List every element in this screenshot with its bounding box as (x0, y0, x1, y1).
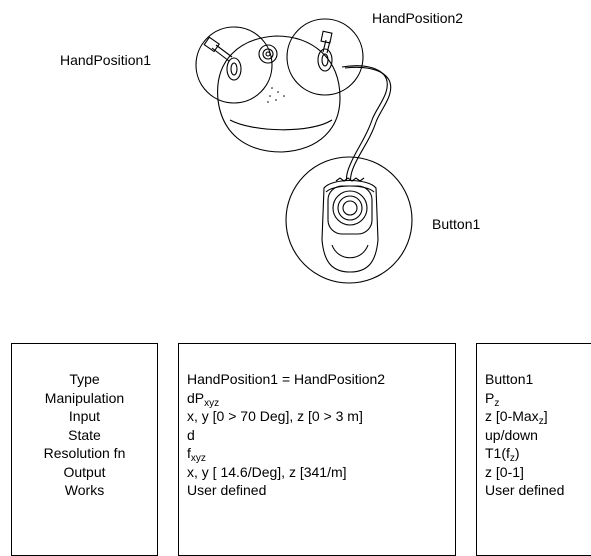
hand-position-2-marker (286, 18, 364, 96)
button-values-box: Button1 Pz z [0-Maxz] up/down T1(fz) z [… (476, 343, 591, 556)
property-type: Type (69, 371, 100, 387)
hand-position-resolution: fxyz (187, 445, 206, 464)
button-manipulation: Pz (485, 389, 500, 409)
button-1-marker (285, 156, 413, 284)
button-values: Button1 Pz z [0-Maxz] up/down T1(fz) z [… (485, 370, 564, 500)
button-output: z [0-1] (485, 463, 524, 480)
button-resolution: T1(fz) (485, 445, 520, 464)
property-output: Output (63, 463, 106, 480)
property-state: State (68, 426, 101, 443)
button-1-label: Button1 (432, 216, 481, 232)
hand-position-input: x, y [0 > 70 Deg], z [0 > 3 m] (187, 408, 363, 424)
property-works: Works (64, 482, 105, 498)
hand-position-1-marker (195, 26, 273, 104)
hand-position-manipulation: dPxyz (187, 389, 220, 409)
button-works: User defined (485, 482, 565, 498)
property-manipulation: Manipulation (44, 389, 125, 406)
device-illustration (195, 18, 413, 284)
hand-position-type: HandPosition1 = HandPosition2 (187, 371, 386, 387)
dome-body (217, 35, 341, 153)
device-cable (341, 65, 392, 185)
hand-position-output: x, y [ 14.6/Deg], z [341/m] (187, 463, 347, 480)
property-input: Input (68, 408, 101, 424)
hand-position-values-box: HandPosition1 = HandPosition2 dPxyz x, y… (178, 343, 456, 556)
button-type: Button1 (485, 371, 534, 387)
property-resolution-fn: Resolution fn (43, 445, 126, 461)
hand-position-works: User defined (187, 482, 267, 498)
properties-box: Type Manipulation Input State Resolution… (11, 343, 158, 556)
property-names: Type Manipulation Input State Resolution… (12, 370, 157, 500)
hand-position-state: d (187, 426, 195, 443)
hand-position-2-label: HandPosition2 (372, 10, 464, 26)
button-input: z [0-Maxz] (485, 408, 548, 427)
button-state: up/down (485, 426, 538, 443)
hand-position-1-label: HandPosition1 (60, 52, 152, 68)
hand-position-values: HandPosition1 = HandPosition2 dPxyz x, y… (187, 370, 385, 500)
